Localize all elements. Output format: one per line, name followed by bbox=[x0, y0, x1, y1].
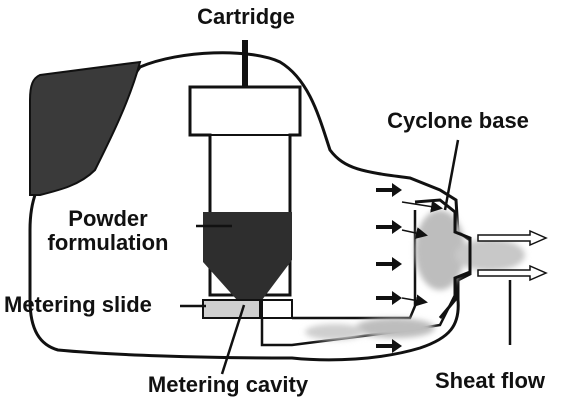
label-metering-cavity: Metering cavity bbox=[148, 372, 309, 397]
label-formulation: formulation bbox=[48, 230, 169, 255]
label-sheat-flow: Sheat flow bbox=[435, 368, 546, 393]
leader-metering-cavity bbox=[220, 304, 246, 375]
inner-flow-lines bbox=[401, 200, 443, 307]
outflow-arrows bbox=[477, 229, 548, 282]
inhaler-body-outline bbox=[28, 51, 472, 362]
powder-formulation bbox=[203, 212, 292, 300]
inflow-arrows bbox=[376, 183, 402, 353]
label-cartridge: Cartridge bbox=[197, 4, 295, 29]
metering-slide-bar bbox=[202, 299, 261, 319]
dark-grip bbox=[29, 60, 142, 196]
label-cyclone-base: Cyclone base bbox=[387, 108, 529, 133]
leader-cyclone-base bbox=[443, 139, 460, 211]
label-metering-slide: Metering slide bbox=[4, 292, 152, 317]
flow-channel-upper bbox=[292, 210, 417, 320]
cartridge-stem bbox=[242, 40, 248, 88]
metering-slide-right bbox=[261, 299, 293, 319]
label-powder: Powder bbox=[68, 206, 148, 231]
